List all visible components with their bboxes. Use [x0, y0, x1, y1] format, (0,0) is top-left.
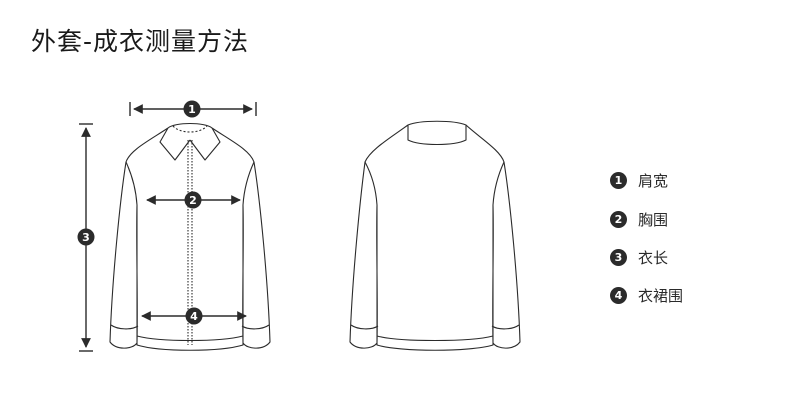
badge-3-icon: 3 — [77, 228, 95, 246]
legend-label: 衣裙围 — [638, 287, 684, 305]
legend-number-icon: 1 — [610, 172, 627, 189]
legend-number-icon: 2 — [610, 211, 627, 228]
legend-label: 胸围 — [638, 211, 669, 229]
legend-item-chest: 2 胸围 — [610, 209, 668, 230]
legend-item-shoulder: 1 肩宽 — [610, 170, 668, 191]
badge-1-label: 1 — [188, 103, 196, 116]
legend-number-icon: 4 — [610, 287, 627, 304]
badge-4-label: 4 — [190, 310, 198, 323]
jacket-back — [349, 120, 521, 351]
page-title: 外套-成衣测量方法 — [31, 27, 250, 56]
legend-label: 肩宽 — [638, 172, 669, 190]
legend-item-length: 3 衣长 — [610, 247, 668, 268]
legend-item-hem: 4 衣裙围 — [610, 285, 683, 306]
jacket-front — [109, 122, 271, 351]
badge-2-label: 2 — [189, 194, 197, 207]
legend-number-icon: 3 — [610, 249, 627, 266]
badge-1-icon: 1 — [183, 100, 201, 118]
badge-2-icon: 2 — [184, 191, 202, 209]
badge-4-icon: 4 — [185, 307, 203, 325]
badge-3-label: 3 — [82, 231, 90, 244]
legend-label: 衣长 — [638, 249, 669, 267]
